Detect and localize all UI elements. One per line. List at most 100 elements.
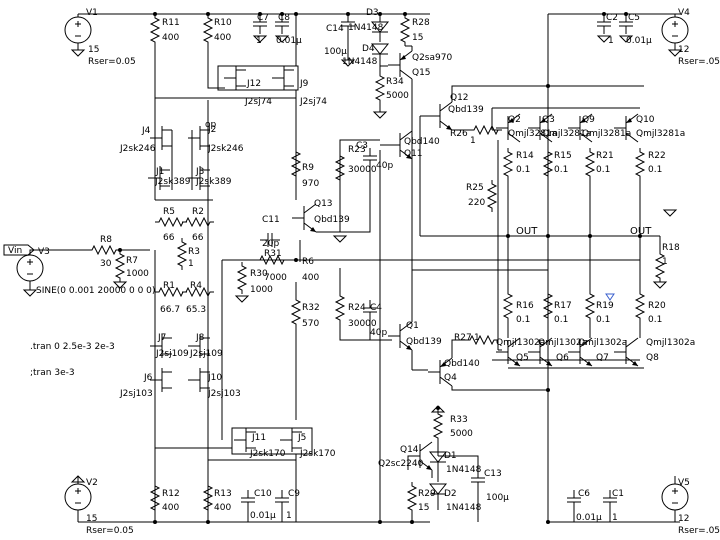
c13-value: 100µ: [486, 493, 509, 503]
c7-value: 1: [256, 36, 262, 46]
j7-label: J7: [157, 333, 166, 343]
q13-transistor[interactable]: [291, 203, 317, 233]
r4-label: R4: [190, 281, 202, 291]
r11-resistor[interactable]: [150, 13, 160, 47]
r3-resistor[interactable]: [177, 237, 187, 271]
r29-resistor[interactable]: [407, 481, 417, 515]
q5-label: Q5: [516, 353, 529, 363]
q7-label: Q7: [596, 353, 609, 363]
r16-label: R16: [516, 301, 534, 311]
v3-source[interactable]: [16, 249, 90, 297]
j9-jfet[interactable]: [271, 65, 295, 91]
v5-value: 12: [678, 514, 689, 524]
j5-value: J2sk170: [299, 449, 336, 459]
r17-value: 0.1: [554, 315, 568, 325]
c9-label: C9: [288, 489, 300, 499]
r14-resistor[interactable]: [503, 147, 513, 181]
c1-value: 1: [612, 513, 618, 523]
r22-resistor[interactable]: [635, 147, 645, 181]
r8-label: R8: [100, 235, 112, 245]
tran-directive[interactable]: .tran 0 2.5e-3 2e-3: [30, 342, 115, 352]
r24-label: R24: [348, 303, 366, 313]
j5-label: J5: [297, 433, 306, 443]
r32-resistor[interactable]: [291, 295, 301, 329]
v1-source[interactable]: [64, 14, 92, 57]
c1-label: C1: [612, 489, 624, 499]
r6-value: 400: [302, 273, 319, 283]
q10-label: Q10: [636, 115, 655, 125]
d4-value: 1N4148: [342, 57, 378, 67]
r28-resistor[interactable]: [400, 13, 410, 47]
v2-source[interactable]: [64, 475, 92, 522]
r9-label: R9: [302, 163, 314, 173]
r32-label: R32: [302, 303, 320, 313]
v5-source[interactable]: [661, 476, 689, 522]
r24-resistor[interactable]: [335, 291, 345, 325]
j12-value: J2sj74: [244, 97, 272, 107]
tran-comment[interactable]: ;tran 3e-3: [30, 368, 75, 378]
r3-value: 1: [188, 259, 194, 269]
r8-resistor[interactable]: [87, 245, 121, 255]
d1-diode[interactable]: [429, 451, 447, 482]
q11-label: Q11: [404, 149, 423, 159]
r7-resistor[interactable]: [115, 249, 125, 283]
r30-resistor[interactable]: [237, 261, 247, 295]
j6-value: J2sj103: [119, 389, 153, 399]
r19-label: R19: [596, 301, 614, 311]
d2-diode[interactable]: [429, 483, 447, 510]
op-label: op: [205, 120, 217, 130]
v4-rser: Rser=.05: [678, 57, 720, 67]
r14-value: 0.1: [516, 165, 530, 175]
v2-rser: Rser=0.05: [86, 526, 134, 536]
r26-label: R26: [450, 129, 468, 139]
j4-value: J2sk246: [119, 144, 156, 154]
d3-diode[interactable]: [371, 14, 389, 42]
r20-resistor[interactable]: [635, 289, 645, 323]
r34-resistor[interactable]: [375, 71, 385, 105]
d4-diode[interactable]: [371, 43, 389, 66]
c11-label: C11: [262, 215, 280, 225]
vin-port[interactable]: [3, 244, 35, 256]
r19-resistor[interactable]: [585, 289, 595, 323]
r31-label: R31: [264, 249, 282, 259]
j12-jfet[interactable]: [223, 65, 247, 91]
q14-value: Q2sc2240: [378, 459, 424, 469]
r5-label: R5: [163, 207, 175, 217]
q15-transistor[interactable]: [387, 50, 413, 80]
c9-capacitor[interactable]: [274, 489, 290, 511]
j10-jfet[interactable]: [187, 367, 211, 393]
c4-label: C4: [370, 303, 382, 313]
c10-capacitor[interactable]: [240, 489, 256, 511]
j6-jfet[interactable]: [149, 367, 173, 393]
v5-rser: Rser=.05: [678, 526, 720, 536]
r25-resistor[interactable]: [487, 179, 497, 213]
r22-label: R22: [648, 151, 666, 161]
v4-source[interactable]: [661, 14, 689, 57]
c14-value: 100µ: [324, 47, 347, 57]
d1-value: 1N4148: [446, 465, 482, 475]
c2-value: 1: [608, 36, 614, 46]
d2-label: D2: [444, 489, 457, 499]
j2-jfet[interactable]: [187, 125, 211, 151]
q3-value: Qmjl3281a: [542, 129, 591, 139]
q5-value: Qmjl1302a: [496, 338, 545, 348]
r1-label: R1: [163, 281, 175, 291]
q9-value: Qmjl3281a: [582, 129, 631, 139]
c13-label: C13: [484, 469, 502, 479]
r33-value: 5000: [450, 429, 473, 439]
r20-value: 0.1: [648, 315, 662, 325]
r14-label: R14: [516, 151, 534, 161]
c9-value: 1: [286, 511, 292, 521]
r16-resistor[interactable]: [503, 289, 513, 323]
r11-label: R11: [162, 18, 180, 28]
r33-resistor[interactable]: [433, 409, 443, 443]
c3-value: 40p: [376, 161, 393, 171]
r13-value: 400: [214, 503, 231, 513]
j11-value: J2sk170: [249, 449, 286, 459]
r21-value: 0.1: [596, 165, 610, 175]
r5-value: 66: [163, 233, 175, 243]
r10-resistor[interactable]: [203, 13, 213, 47]
r21-label: R21: [596, 151, 614, 161]
r21-resistor[interactable]: [585, 147, 595, 181]
